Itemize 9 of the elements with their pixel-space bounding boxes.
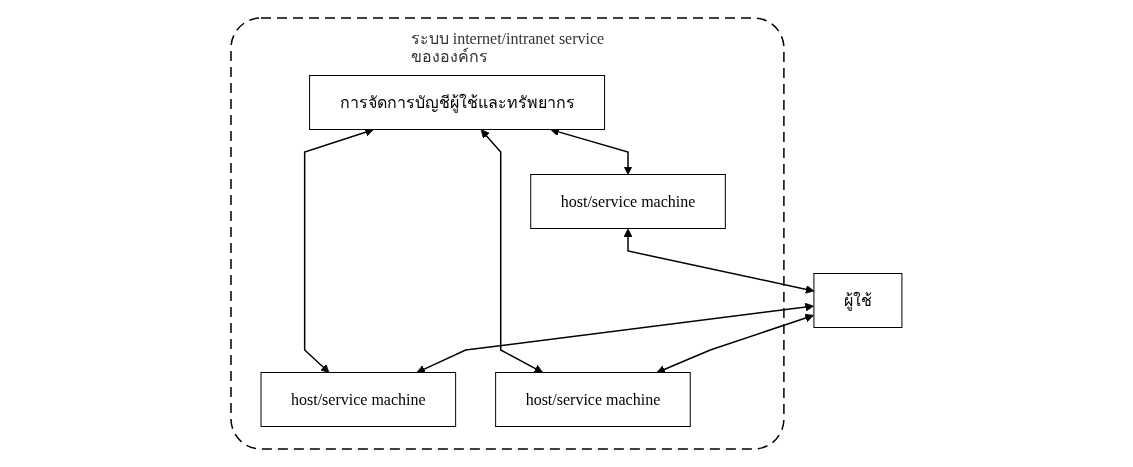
node-box: host/service machine xyxy=(495,372,691,427)
node-box: ผู้ใช้ xyxy=(813,273,903,328)
node-box: host/service machine xyxy=(260,372,457,427)
arrow xyxy=(623,228,815,294)
arrow xyxy=(480,129,544,373)
node-box: host/service machine xyxy=(530,174,726,229)
node-box: การจัดการบัญชีผู้ใช้และทรัพยากร xyxy=(309,75,606,130)
arrow xyxy=(656,313,814,374)
arrow xyxy=(416,302,814,374)
